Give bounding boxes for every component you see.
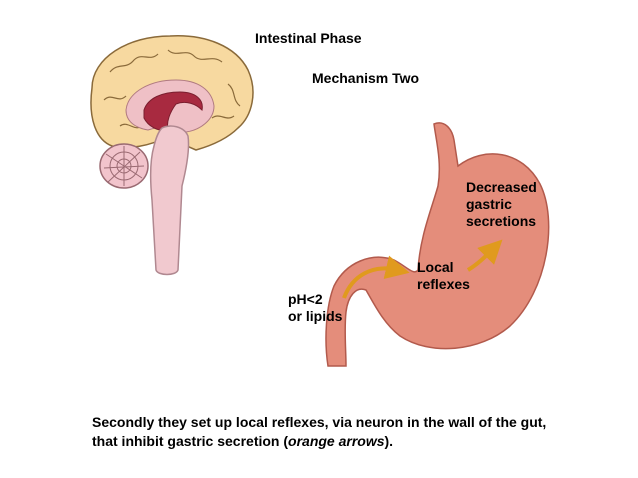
caption-line-2: that inhibit gastric secretion (orange a… bbox=[92, 432, 632, 451]
stomach bbox=[325, 122, 550, 367]
label-line: Decreased bbox=[466, 179, 537, 195]
label-line: Local bbox=[417, 259, 454, 275]
caption-line-1: Secondly they set up local reflexes, via… bbox=[92, 414, 547, 430]
page-title: Intestinal Phase bbox=[255, 30, 362, 46]
brain-illustration bbox=[90, 35, 254, 276]
caption-text: ). bbox=[384, 433, 394, 449]
stomach-illustration bbox=[325, 122, 550, 367]
label-line: or lipids bbox=[288, 308, 343, 324]
label-line: pH<2 bbox=[288, 291, 323, 307]
label-line: reflexes bbox=[417, 276, 470, 292]
caption-emphasis: orange arrows bbox=[288, 433, 385, 449]
label-line: secretions bbox=[466, 213, 537, 229]
cerebrum-folds bbox=[103, 49, 241, 129]
caption-text: that inhibit gastric secretion ( bbox=[92, 433, 289, 449]
page-subtitle: Mechanism Two bbox=[312, 70, 420, 86]
reflex-arrow-1 bbox=[342, 255, 410, 299]
label-local-reflexes: Local reflexes bbox=[417, 259, 507, 293]
cerebellum bbox=[99, 143, 149, 189]
reflex-arrow-2 bbox=[466, 239, 503, 272]
label-decreased-secretions: Decreased gastric secretions bbox=[466, 179, 576, 230]
label-stimulus: pH<2 or lipids bbox=[288, 291, 368, 325]
label-line: gastric bbox=[466, 196, 512, 212]
caption: Secondly they set up local reflexes, via… bbox=[92, 413, 632, 451]
brainstem bbox=[149, 125, 190, 276]
